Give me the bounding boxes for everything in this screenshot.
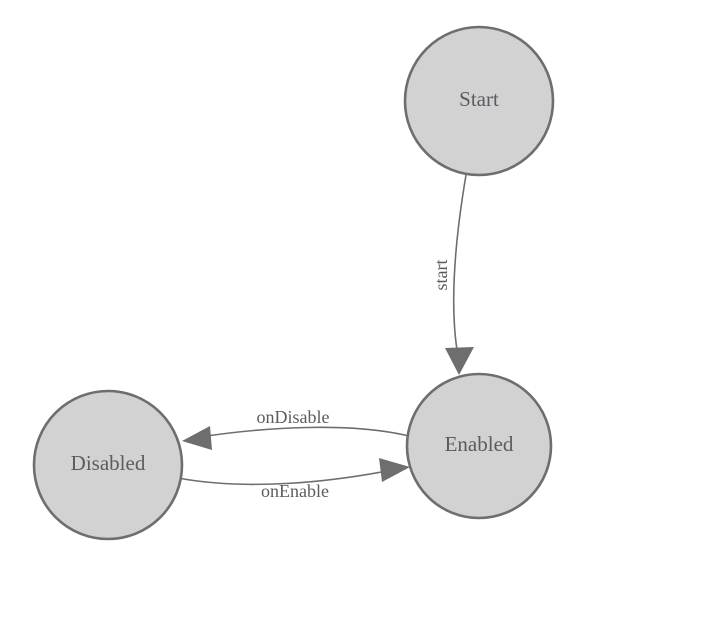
node-disabled[interactable]: Disabled xyxy=(32,389,184,541)
edge-enabled-to-disabled[interactable]: onDisable xyxy=(182,407,410,450)
node-start-circle xyxy=(403,25,555,177)
edge-start-to-enabled[interactable]: start xyxy=(431,174,474,375)
edge-start-to-enabled-path xyxy=(452,174,467,357)
edge-disabled-to-enabled-arrowhead xyxy=(379,458,410,482)
edge-disabled-to-enabled-label: onEnable xyxy=(261,481,329,501)
node-enabled-circle xyxy=(405,372,553,520)
node-start[interactable]: Start xyxy=(403,25,555,177)
edge-start-to-enabled-arrowhead xyxy=(445,347,474,375)
node-enabled[interactable]: Enabled xyxy=(405,372,553,520)
edge-enabled-to-disabled-path xyxy=(199,426,410,438)
edge-disabled-to-enabled[interactable]: onEnable xyxy=(177,458,410,501)
edge-enabled-to-disabled-label: onDisable xyxy=(257,407,330,427)
edge-enabled-to-disabled-arrowhead xyxy=(182,426,212,450)
node-start-label: Start xyxy=(459,87,499,111)
edge-disabled-to-enabled-path xyxy=(177,469,393,486)
edge-start-to-enabled-label: start xyxy=(431,260,451,291)
node-disabled-circle xyxy=(32,389,184,541)
node-enabled-label: Enabled xyxy=(445,432,514,456)
node-disabled-label: Disabled xyxy=(71,451,146,475)
